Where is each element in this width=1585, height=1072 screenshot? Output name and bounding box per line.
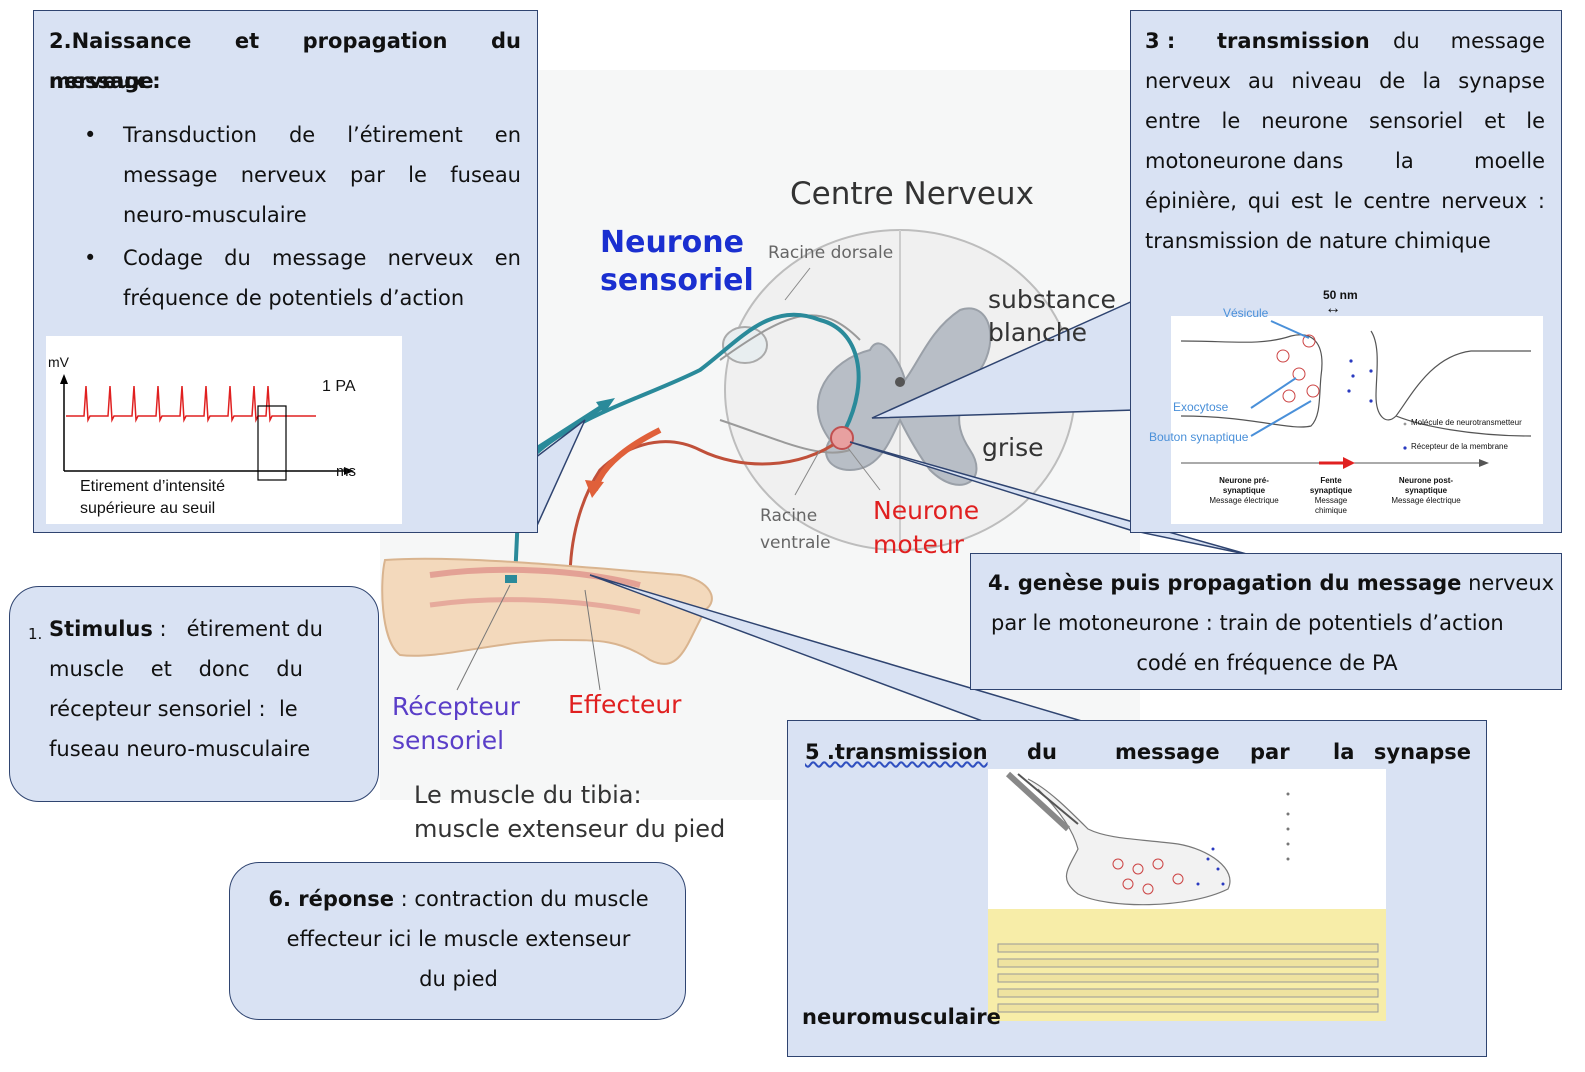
vesicule-label: Vésicule (1223, 306, 1269, 320)
neurone-moteur-label: Neurone moteur (873, 496, 980, 559)
substance-blanche-label: substance blanche (988, 285, 1116, 347)
box1-line-1: Stimulus : étirement du (49, 617, 323, 641)
box1-line-2: muscle et donc du (49, 657, 303, 681)
box4-line-3: codé en fréquence de PA (1136, 651, 1398, 675)
callout-box-5: 5 .transmission du message par la synaps… (787, 720, 1487, 1057)
box6-line-3: du pied (419, 967, 498, 991)
fente-label: Fente synaptique Message chimique (1309, 476, 1353, 515)
nmj-drawing (988, 771, 1386, 1021)
chemical-synapse-figure: 50 nm ↔ Vésicule Exocytose Bouton synapt… (1149, 288, 1543, 524)
box1-line-4: fuseau neuro-musculaire (49, 737, 311, 761)
graph-x-unit: ms (336, 463, 356, 480)
exocytose-label: Exocytose (1173, 400, 1229, 414)
box6-line-1: 6. réponse : contraction du muscle (268, 887, 649, 911)
effecteur-label: Effecteur (568, 690, 682, 719)
motor-neuron-path (568, 438, 841, 581)
box1-number: 1. (28, 625, 43, 643)
racine-dorsale-label: Racine dorsale (768, 243, 894, 263)
racine-ventrale-label: Racine ventrale (760, 506, 831, 553)
legend-recepteur: Récepteur de la membrane (1411, 442, 1508, 451)
centre-nerveux-label: Centre Nerveux (790, 176, 1034, 212)
neurone-sensoriel-label: Neurone sensoriel (600, 225, 754, 298)
box3-line-6: transmission de nature chimique (1145, 229, 1491, 253)
legend-molecule: Molécule de neurotransmetteur (1411, 418, 1522, 427)
post-synaptic-label: Neurone post- synaptique Message électri… (1391, 476, 1461, 505)
graph-y-unit: mV (48, 354, 69, 370)
bouton-synaptique-label: Bouton synaptique (1149, 430, 1249, 444)
callout-box-2: 2.Naissance et propagation du message ne… (33, 10, 538, 533)
recepteur-sensoriel-label: Récepteur sensoriel (392, 692, 520, 755)
synapse-scale-label: 50 nm (1323, 288, 1358, 302)
callout-box-3: 3 : transmission du message nerveux au n… (1130, 10, 1562, 533)
scale-arrow: ↔ (1325, 300, 1341, 317)
box5-last-word: neuromusculaire (802, 1005, 1001, 1029)
callout-box-1: 1. Stimulus : étirement du muscle et don… (9, 586, 379, 802)
synapse-drawing (1180, 320, 1532, 469)
box2-title: 2.Naissance et propagation du message (49, 29, 521, 93)
callout-box-6: 6. réponse : contraction du muscle effec… (229, 862, 686, 1020)
pre-synaptic-label: Neurone pré- synaptique Message électriq… (1209, 476, 1279, 505)
box3-line-3: entre le neurone sensoriel et le (1145, 109, 1545, 133)
callout-box-4: 4. genèse puis propagation du message ne… (970, 553, 1562, 690)
box1-line-3: récepteur sensoriel : le (49, 697, 298, 721)
graph-caption: Etirement d’intensité supérieure au seui… (80, 478, 225, 517)
grise-label: grise (982, 433, 1044, 462)
box6-line-2: effecteur ici le muscle extenseur (286, 927, 631, 951)
action-potential-trace (60, 374, 354, 481)
box3-line-5: épinière, qui est le centre nerveux : (1145, 189, 1545, 213)
box4-line-1: 4. genèse puis propagation du message ne… (988, 571, 1555, 595)
graph-annotation: 1 PA (322, 378, 356, 395)
box3-line-2: nerveux au niveau de la synapse (1145, 69, 1545, 93)
action-potential-graph: mV 1 PA ms Etirement d’intensité supérie… (46, 336, 402, 524)
muscle-caption: Le muscle du tibia: muscle extenseur du … (414, 781, 726, 843)
box4-line-2: par le motoneurone : train de potentiels… (991, 611, 1504, 635)
box2-title-line2: nerveux : (49, 69, 161, 93)
neuromuscular-junction-figure (988, 769, 1386, 1021)
